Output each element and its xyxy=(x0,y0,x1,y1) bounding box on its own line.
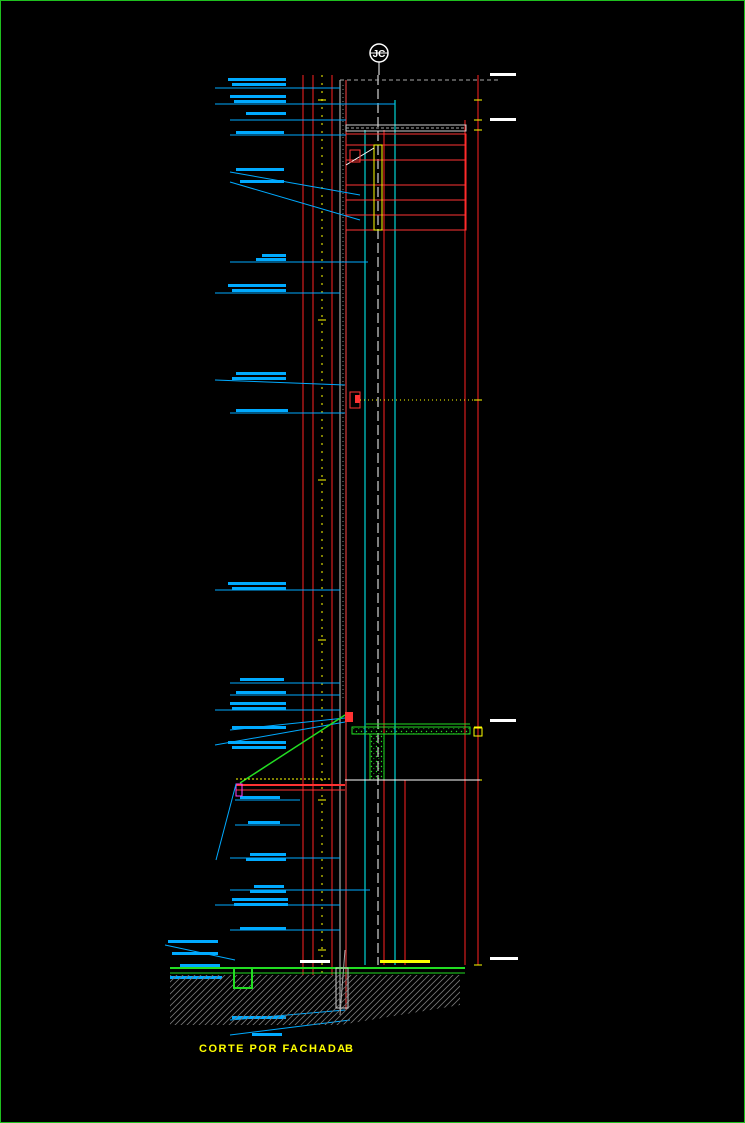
level-labels xyxy=(490,73,518,960)
curtain-wall xyxy=(342,85,480,700)
section-tag-bubble: JC xyxy=(369,43,389,75)
drawing-title-block: CORTE POR FACHADA B xyxy=(199,1043,354,1055)
ground-foundation xyxy=(170,949,465,1025)
note-text-blocks xyxy=(168,78,288,1036)
vertical-guide-lines xyxy=(302,75,479,1010)
drawing-title: CORTE POR FACHADA xyxy=(199,1043,347,1055)
mezzanine-slab xyxy=(345,712,483,781)
drawing-title-suffix: B xyxy=(345,1043,354,1055)
dimension-ticks xyxy=(318,99,482,966)
section-tag: JC xyxy=(373,49,386,60)
roof-structure xyxy=(340,79,500,231)
canopy xyxy=(215,714,480,861)
